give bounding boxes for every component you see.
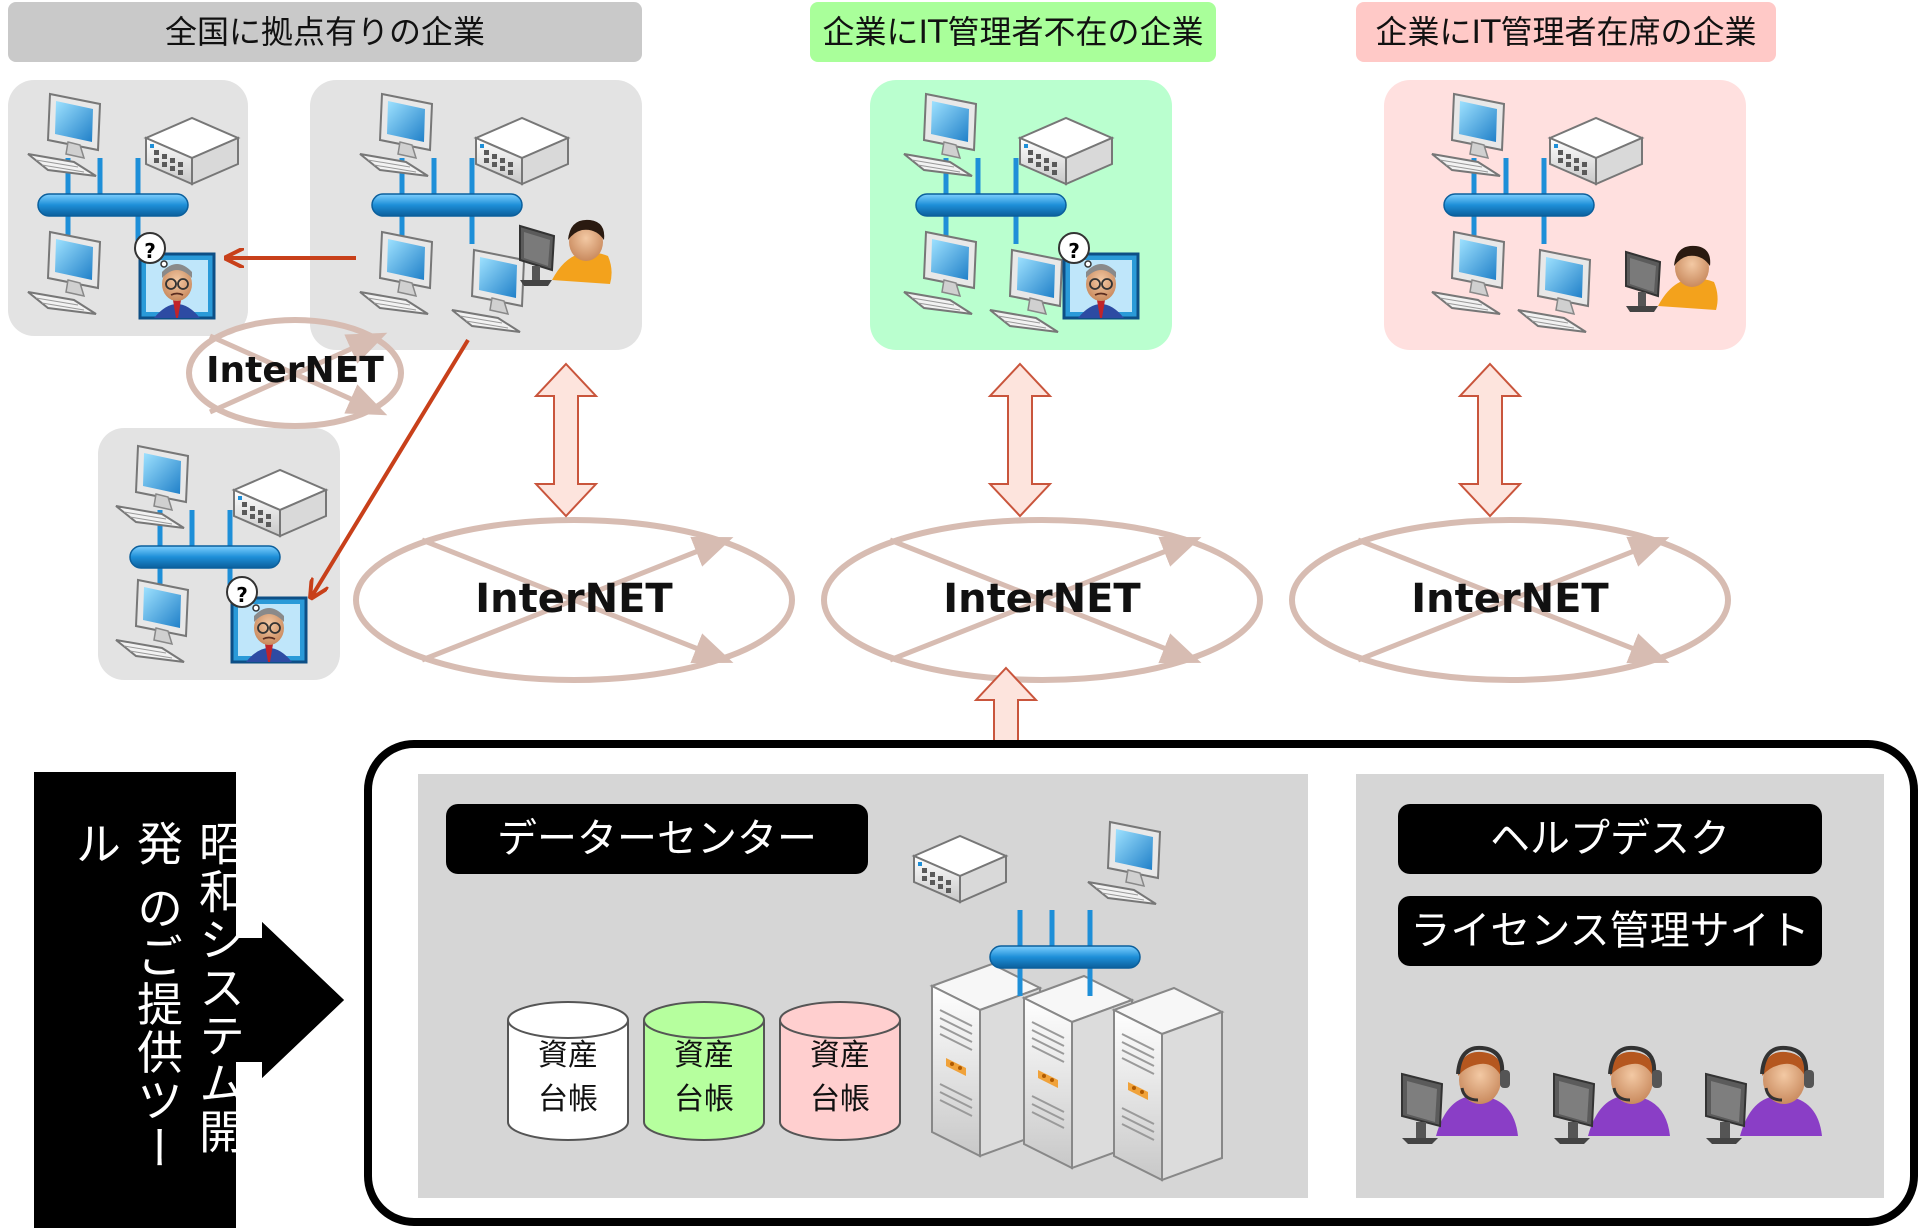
tools-label-line1: 昭和システム開発 xyxy=(130,820,246,1156)
small-internet-ellipse xyxy=(186,317,404,429)
internet-ellipse-2 xyxy=(821,517,1263,683)
question-mark: ? xyxy=(1068,239,1080,263)
ledger-label-green: 資産台帳 xyxy=(674,1038,734,1117)
internet-ellipse-1 xyxy=(353,517,795,683)
tools-label-bar xyxy=(34,772,236,1228)
header-no-it-admin: 企業にIT管理者不在の企業 xyxy=(810,2,1216,62)
datacenter-title: データーセンター xyxy=(446,804,868,874)
internet-label-1: InterNET xyxy=(475,576,673,622)
header-it-admin: 企業にIT管理者在席の企業 xyxy=(1356,2,1776,62)
internet-label-2: InterNET xyxy=(943,576,1141,622)
double-arrow-3 xyxy=(1457,362,1523,518)
tools-label-line2: のご提供ツール xyxy=(68,820,184,1173)
internet-ellipse-3 xyxy=(1289,517,1731,683)
double-arrow-1 xyxy=(533,362,599,518)
license-site-title: ライセンス管理サイト xyxy=(1398,896,1822,966)
internet-label-small: InterNET xyxy=(206,350,384,391)
header-multi-site: 全国に拠点有りの企業 xyxy=(8,2,642,62)
double-arrow-2 xyxy=(987,362,1053,518)
hq-to-branch2-arrow xyxy=(312,338,470,596)
question-mark: ? xyxy=(236,583,248,607)
ledger-label-white: 資産台帳 xyxy=(538,1038,598,1117)
helpdesk-title: ヘルプデスク xyxy=(1398,804,1822,874)
tools-vertical-label: 昭和システム開発 のご提供ツール xyxy=(64,820,250,1200)
question-mark: ? xyxy=(144,239,156,263)
internet-label-3: InterNET xyxy=(1411,576,1609,622)
ledger-label-pink: 資産台帳 xyxy=(810,1038,870,1117)
